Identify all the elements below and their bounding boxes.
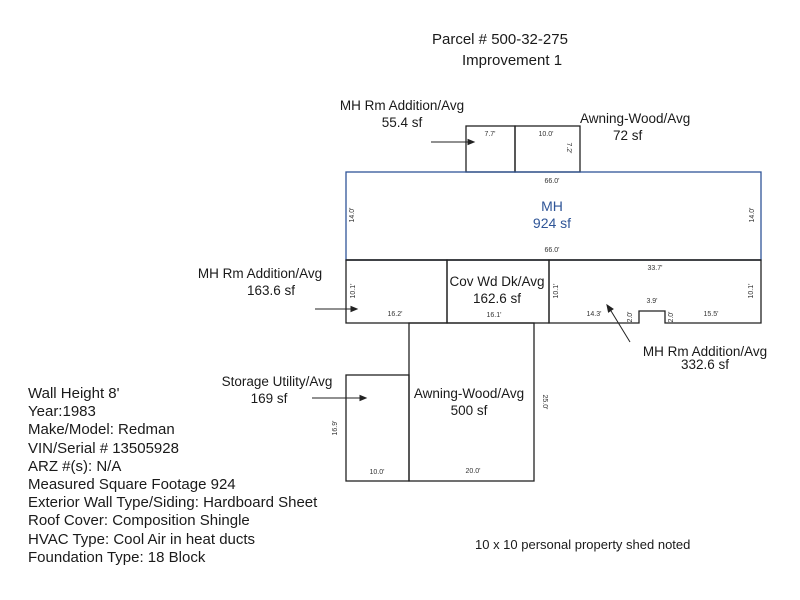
dim-label: 10.0' [539,131,554,138]
awning-bottom-name: Awning-Wood/Avg [414,386,524,401]
dim-label: 2.0' [668,311,675,322]
shed-note: 10 x 10 personal property shed noted [475,537,691,552]
dim-label: 14.3' [587,311,602,318]
info-wall-height: Wall Height 8' [28,385,120,402]
area-size: 332.6 sf [680,357,730,372]
dim-label: 7.2' [565,142,572,153]
area-name: MH Rm Addition/Avg [642,344,768,359]
mh-rm-addition-top-label: MH Rm Addition/Avg 55.4 sf [336,97,468,131]
area-name: Storage Utility/Avg [221,374,333,389]
mh-name: MH [541,198,563,214]
dim-label: 10.1' [350,284,357,299]
info-vin-serial: VIN/Serial # 13505928 [28,439,179,457]
dim-label: 10.1' [553,284,560,299]
info-arz: ARZ #(s): N/A [28,457,122,475]
cov-wd-dk-name: Cov Wd Dk/Avg [449,274,544,289]
dim-label: 15.5' [704,311,719,318]
info-foundation: Foundation Type: 18 Block [28,548,206,566]
parcel-number: Parcel # 500-32-275 [432,31,568,48]
dim-label: 20.0' [466,468,481,475]
awning-bottom-area: 500 sf [451,403,488,418]
dim-label: 16.2' [388,311,403,318]
area-size: 55.4 sf [381,115,423,130]
dim-label: 25.0' [541,395,548,410]
info-exterior-wall: Exterior Wall Type/Siding: Hardboard She… [28,494,318,512]
dim-label: 10.1' [748,284,755,299]
dim-label: 16.9' [332,421,339,436]
info-measured-sqft: Measured Square Footage 924 [28,476,236,494]
area-name: Awning-Wood/Avg [580,111,691,126]
awning-top-label: Awning-Wood/Avg 72 sf [580,110,698,144]
info-year: Year:1983 [28,403,96,421]
info-make-model: Make/Model: Redman [28,421,175,439]
dim-label: 7.7' [484,131,495,138]
mh-rm-addition-left-label: MH Rm Addition/Avg 163.6 sf [194,265,326,299]
dim-label: 66.0' [545,178,560,185]
dim-label: 14.0' [349,208,356,223]
room-storage-utility [345,374,410,482]
dim-label: 2.0' [627,311,634,322]
dim-label: 66.0' [545,247,560,254]
arrow-mh-rm-addition-right [607,305,631,343]
property-info: Wall Height 8' Year:1983 Make/Model: Red… [28,385,317,567]
dim-label: 10.0' [370,469,385,476]
improvement-label: Improvement 1 [462,52,563,69]
dim-label: 3.9' [646,298,657,305]
mh-rm-addition-right-label: MH Rm Addition/Avg 332.6 sf [638,344,772,372]
cov-wd-dk-area: 162.6 sf [473,291,521,306]
dim-label: 33.7' [648,265,663,272]
room-awning-bottom [408,322,535,482]
dim-label: 16.1' [487,312,502,319]
area-size: 169 sf [250,391,288,406]
mh-area: 924 sf [533,215,571,231]
area-name: MH Rm Addition/Avg [339,98,465,113]
area-name: MH Rm Addition/Avg [197,266,323,281]
info-roof-cover: Roof Cover: Composition Shingle [28,512,250,530]
area-size: 163.6 sf [246,283,296,298]
room-mh-rm-addition-right [548,259,762,324]
dim-label: 14.0' [749,208,756,223]
info-hvac: HVAC Type: Cool Air in heat ducts [28,530,256,548]
storage-utility-label: Storage Utility/Avg 169 sf [217,373,337,407]
area-size: 72 sf [613,128,643,143]
